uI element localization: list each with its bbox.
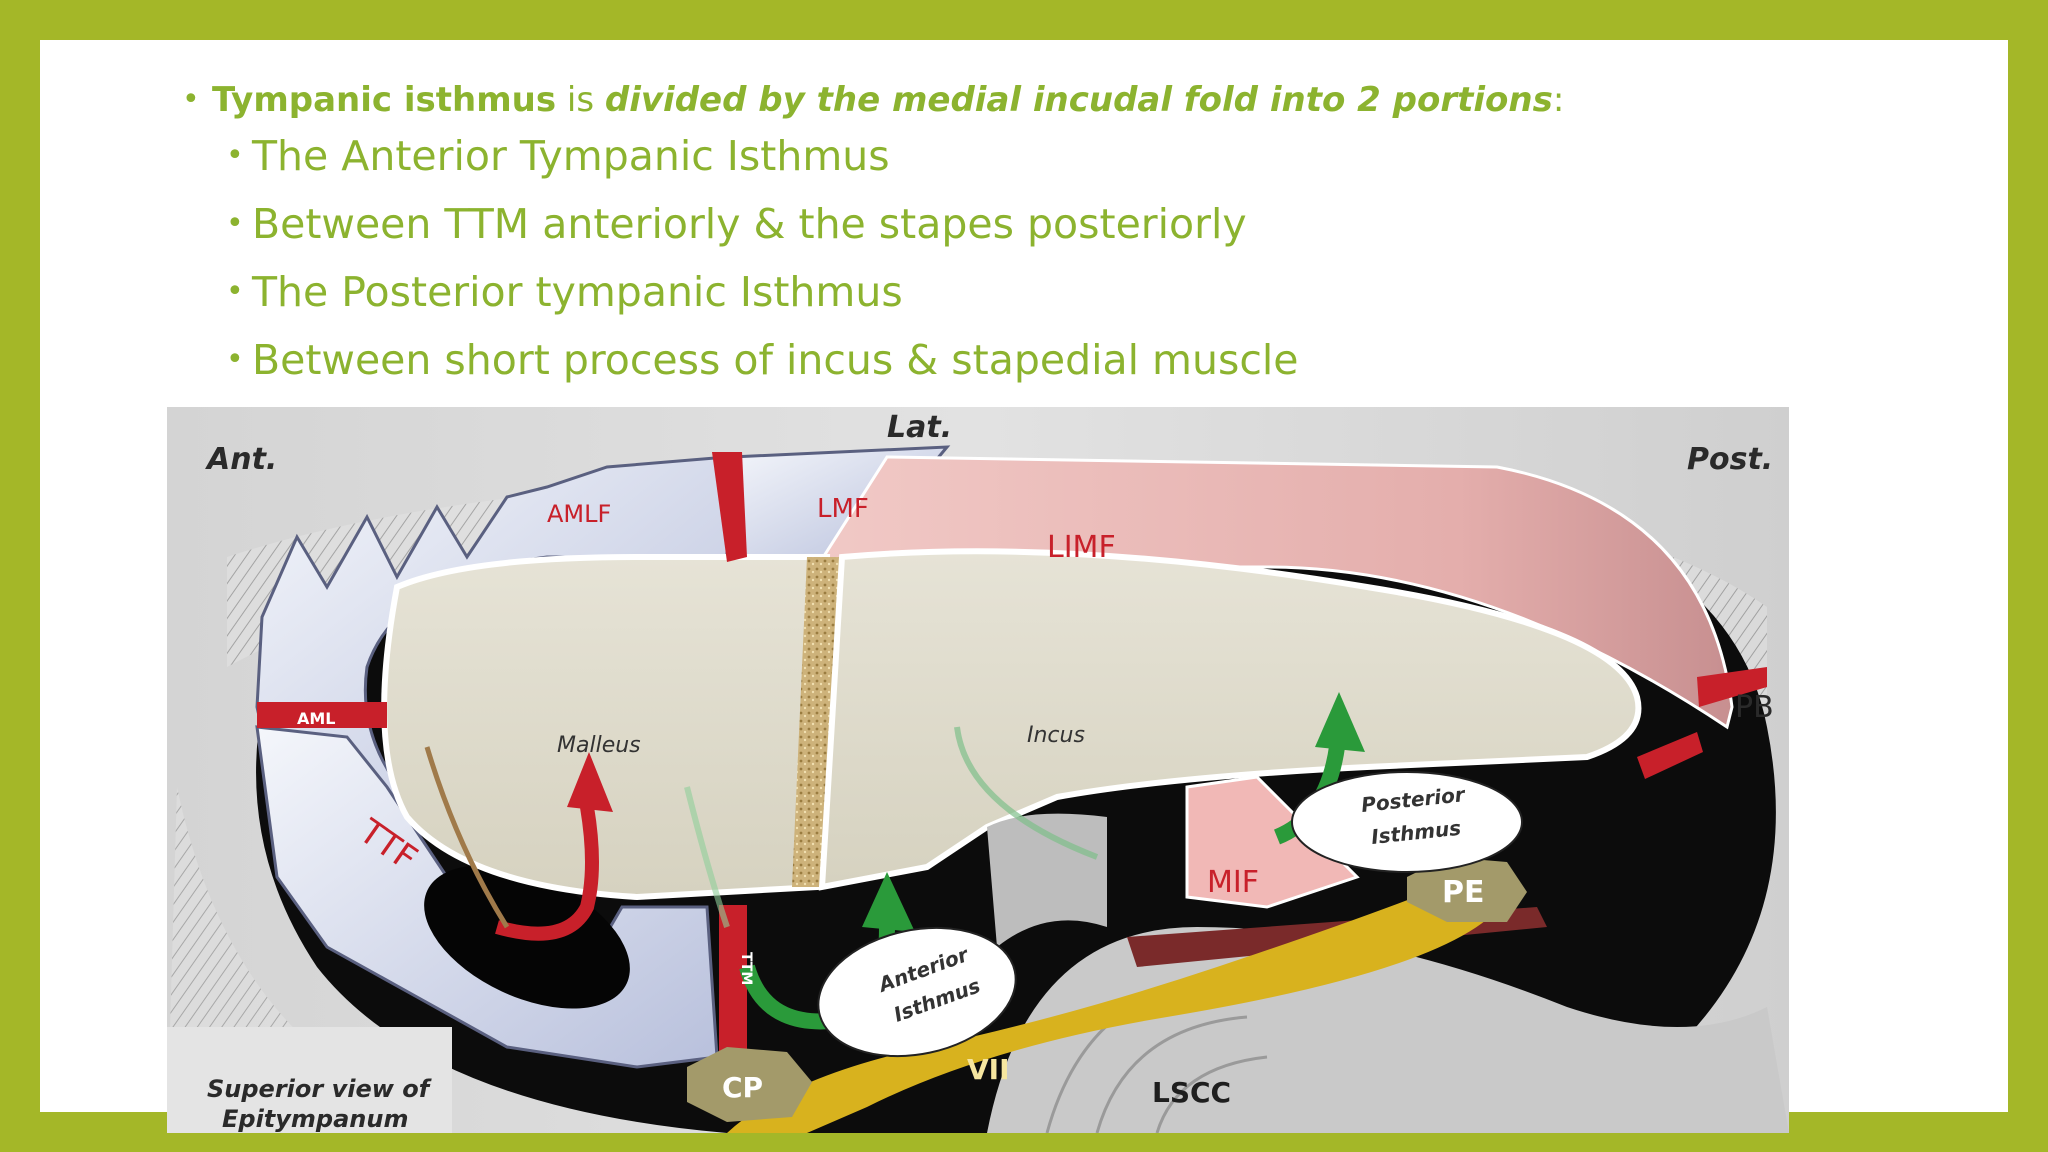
label-aml: AML bbox=[297, 709, 336, 728]
bullet-term: Tympanic isthmus bbox=[212, 80, 557, 120]
label-pb: PB bbox=[1735, 690, 1774, 725]
posterior-isthmus-cloud bbox=[1291, 771, 1523, 873]
bullet-main: • Tympanic isthmus is divided by the medi… bbox=[182, 70, 1565, 130]
label-malleus: Malleus bbox=[557, 733, 641, 758]
bullet-emphasis: divided by the medial incudal fold into … bbox=[604, 80, 1553, 120]
sub-bullet-2: •Between TTM anteriorly & the stapes pos… bbox=[226, 194, 1247, 254]
epitympanum-diagram: Ant. Lat. Post. AMLF LMF LIMF AML TTF Ma… bbox=[167, 407, 1789, 1133]
label-lat: Lat. bbox=[887, 410, 952, 445]
malleus-shape bbox=[381, 554, 831, 901]
caption-line-1: Superior view of bbox=[207, 1075, 432, 1103]
caption-line-2: Epitympanum bbox=[222, 1105, 408, 1133]
sub-bullet-text: The Posterior tympanic Isthmus bbox=[252, 268, 903, 316]
label-cp: CP bbox=[722, 1071, 763, 1104]
mif-region bbox=[1185, 775, 1360, 909]
bullet-dot: • bbox=[226, 138, 244, 173]
label-lscc: LSCC bbox=[1152, 1076, 1231, 1109]
label-limf: LIMF bbox=[1047, 530, 1116, 565]
sub-bullet-text: Between short process of incus & stapedi… bbox=[252, 336, 1299, 384]
label-pe: PE bbox=[1442, 875, 1484, 910]
label-amlf: AMLF bbox=[547, 500, 611, 528]
facial-nerve bbox=[727, 874, 1507, 1133]
label-ant: Ant. bbox=[205, 442, 277, 477]
faint-arrow-malleus bbox=[684, 786, 730, 928]
label-lmf: LMF bbox=[817, 494, 869, 524]
red-arrow bbox=[495, 752, 613, 941]
bullet-connector: is bbox=[556, 80, 605, 120]
sub-bullet-4: •Between short process of incus & staped… bbox=[226, 330, 1299, 390]
caption-box bbox=[167, 1027, 452, 1133]
bullet-dot: • bbox=[226, 342, 244, 377]
sub-bullet-1: •The Anterior Tympanic Isthmus bbox=[226, 126, 890, 186]
bullet-dot: • bbox=[182, 82, 200, 117]
tendon-line bbox=[424, 746, 510, 929]
bullet-dot: • bbox=[226, 206, 244, 241]
bullet-tail: : bbox=[1552, 80, 1565, 120]
label-incus: Incus bbox=[1027, 723, 1085, 748]
incus-shape bbox=[818, 548, 1642, 891]
label-vii: VII bbox=[967, 1053, 1010, 1086]
bullet-dot: • bbox=[226, 274, 244, 309]
label-post: Post. bbox=[1687, 442, 1773, 477]
pe-badge bbox=[1407, 857, 1527, 922]
ligament-markers bbox=[257, 452, 1767, 1055]
label-ttm: TTM bbox=[738, 952, 754, 985]
limf-region bbox=[814, 455, 1734, 730]
sub-bullet-3: •The Posterior tympanic Isthmus bbox=[226, 262, 903, 322]
sub-bullet-text: The Anterior Tympanic Isthmus bbox=[252, 132, 890, 180]
sub-bullet-text: Between TTM anteriorly & the stapes post… bbox=[252, 200, 1247, 248]
faint-arrow-incus bbox=[954, 726, 1099, 860]
anterior-isthmus-cloud bbox=[817, 926, 1017, 1058]
label-mif: MIF bbox=[1207, 865, 1259, 900]
slide: • Tympanic isthmus is divided by the medi… bbox=[40, 40, 2008, 1133]
cp-badge bbox=[687, 1047, 812, 1122]
